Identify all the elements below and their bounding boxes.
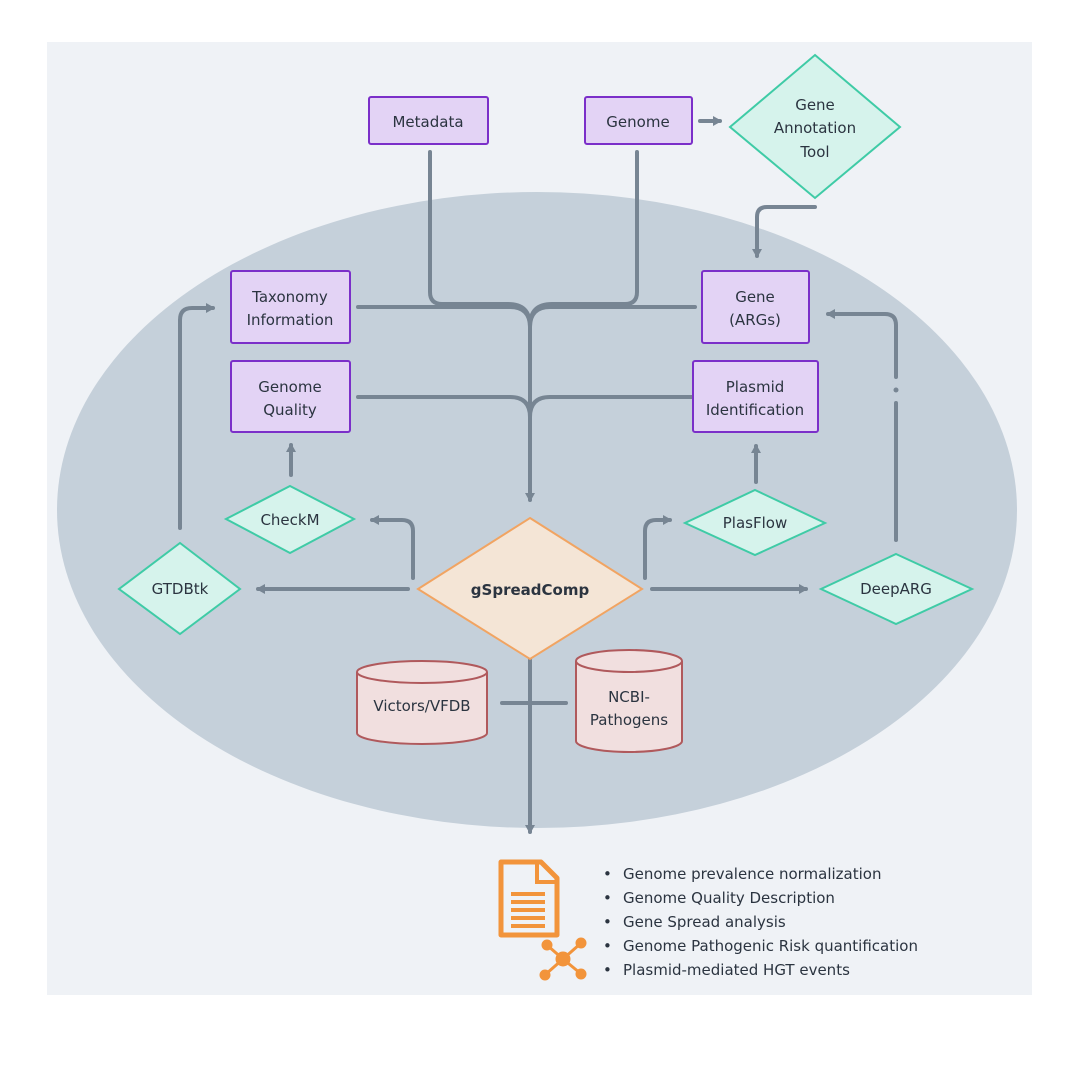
victors-vfdb-label: Victors/VFDB <box>373 697 470 715</box>
node-deeparg: DeepARG <box>818 552 975 626</box>
plasmid-label-line2: Identification <box>706 401 804 419</box>
output-item-label: Plasmid-mediated HGT events <box>623 961 850 979</box>
node-genome: Genome <box>584 96 693 145</box>
annotation-label-line2: Annotation <box>774 119 856 137</box>
node-plasmid-identification: Plasmid Identification <box>692 360 819 433</box>
output-item-label: Genome prevalence normalization <box>623 865 882 883</box>
connectors <box>178 116 898 834</box>
genome-label: Genome <box>606 113 669 131</box>
outputs-list: •Genome prevalence normalization •Genome… <box>603 862 918 982</box>
metadata-label: Metadata <box>392 113 463 131</box>
output-item: •Genome prevalence normalization <box>603 865 882 883</box>
output-item: •Genome Quality Description <box>603 889 835 907</box>
output-item-label: Gene Spread analysis <box>623 913 786 931</box>
edge-gspread-plasflow <box>643 515 672 580</box>
gene-args-label-line1: Gene <box>735 288 775 306</box>
checkm-label: CheckM <box>260 511 319 529</box>
node-taxonomy-information: Taxonomy Information <box>230 270 351 344</box>
genome-quality-label-line1: Genome <box>258 378 321 396</box>
node-gene-args: Gene (ARGs) <box>701 270 810 344</box>
output-item: •Gene Spread analysis <box>603 913 786 931</box>
node-gtdbtk: GTDBtk <box>117 541 242 636</box>
genome-quality-label-line2: Quality <box>263 401 317 419</box>
ncbi-label-line1: NCBI- <box>608 688 650 706</box>
taxonomy-label-line1: Taxonomy <box>251 288 328 306</box>
gspreadcomp-label: gSpreadComp <box>471 581 590 599</box>
gtdbtk-label: GTDBtk <box>152 580 209 598</box>
output-item-label: Genome Quality Description <box>623 889 835 907</box>
annotation-label-line1: Gene <box>795 96 835 114</box>
document-icon <box>498 859 560 938</box>
edge-gtdbtk-taxonomy <box>178 303 215 530</box>
node-gene-annotation-tool: Gene Annotation Tool <box>728 53 902 200</box>
node-gspreadcomp: gSpreadComp <box>416 516 644 661</box>
network-icon <box>539 937 587 981</box>
annotation-label-line3: Tool <box>799 143 829 161</box>
ncbi-label-line2: Pathogens <box>590 711 668 729</box>
db-victors-vfdb: Victors/VFDB <box>356 660 488 745</box>
node-checkm: CheckM <box>223 484 357 555</box>
deeparg-dot <box>893 387 899 393</box>
edge-deeparg-upper <box>826 309 898 379</box>
output-item: •Plasmid-mediated HGT events <box>603 961 850 979</box>
output-item: •Genome Pathogenic Risk quantification <box>603 937 918 955</box>
output-item-label: Genome Pathogenic Risk quantification <box>623 937 918 955</box>
pipeline-ellipse <box>57 192 1017 828</box>
node-plasflow: PlasFlow <box>682 488 828 557</box>
edge-annotation-gene <box>752 205 817 258</box>
plasflow-label: PlasFlow <box>723 514 787 532</box>
node-genome-quality: Genome Quality <box>230 360 351 433</box>
gene-args-label-line2: (ARGs) <box>729 311 781 329</box>
node-metadata: Metadata <box>368 96 489 145</box>
deeparg-label: DeepARG <box>860 580 932 598</box>
db-ncbi-pathogens: NCBI- Pathogens <box>575 649 683 753</box>
edge-gspread-checkm <box>370 515 415 580</box>
plasmid-label-line1: Plasmid <box>726 378 785 396</box>
taxonomy-label-line2: Information <box>247 311 334 329</box>
edge-gene <box>528 305 697 329</box>
